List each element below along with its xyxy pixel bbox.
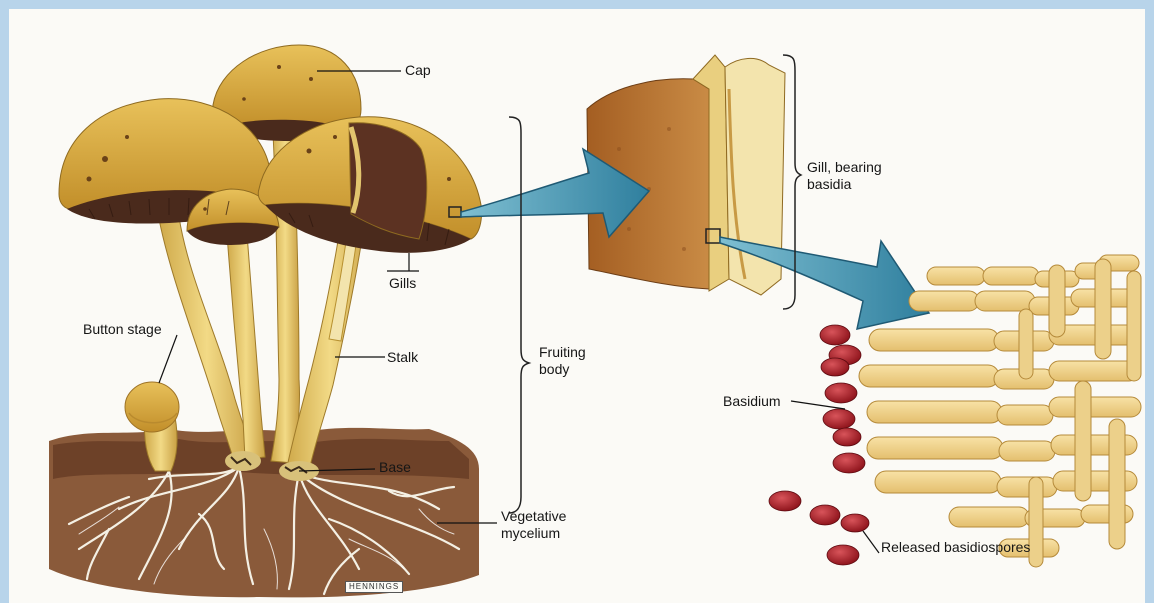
label-base: Base xyxy=(379,459,411,476)
label-cap: Cap xyxy=(405,62,431,79)
label-gill-bearing-basidia: Gill, bearing basidia xyxy=(807,159,907,193)
label-gills: Gills xyxy=(389,275,416,292)
label-released-basidiospores: Released basidiospores xyxy=(881,539,1030,556)
label-button-stage: Button stage xyxy=(83,321,162,338)
label-basidium: Basidium xyxy=(723,393,781,410)
basidiospores xyxy=(769,325,869,565)
label-vegetative-mycelium: Vegetative mycelium xyxy=(501,508,591,542)
artist-signature: HENNINGS xyxy=(345,581,403,593)
label-fruiting-body: Fruiting body xyxy=(539,344,609,378)
diagram-frame: Cap Gills Button stage Stalk Base Vegeta… xyxy=(9,9,1145,603)
label-stalk: Stalk xyxy=(387,349,418,366)
fruiting-body-brace xyxy=(509,117,529,513)
